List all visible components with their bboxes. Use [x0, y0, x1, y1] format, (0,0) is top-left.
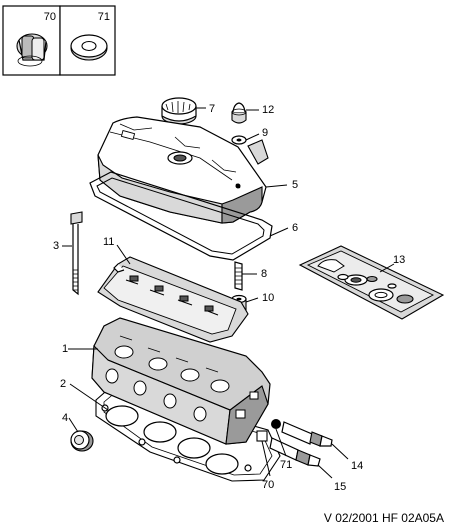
- callout-1: 1: [62, 343, 68, 355]
- reference-code: V 02/2001 HF 02A05A: [324, 511, 444, 525]
- cylinder-head: [91, 317, 271, 445]
- washer: [231, 135, 247, 145]
- washer-icon: [70, 34, 108, 61]
- cylinder-head-cover: [97, 116, 269, 224]
- oil-filler-cap: [161, 97, 197, 125]
- callout-2: 2: [60, 378, 66, 390]
- head-gasket: [95, 385, 281, 482]
- gasket-set: [298, 245, 445, 320]
- legend-number-71: 71: [98, 11, 110, 23]
- callout-70: 70: [262, 479, 274, 491]
- sensor-14: [281, 421, 333, 447]
- callout-7: 7: [209, 103, 215, 115]
- callout-15: 15: [334, 481, 346, 493]
- callout-71: 71: [280, 459, 292, 471]
- legend-box-70: 70: [2, 5, 61, 76]
- callout-11: 11: [103, 236, 114, 248]
- legend-box-71: 71: [59, 5, 116, 76]
- callout-8: 8: [261, 268, 267, 280]
- callout-9: 9: [262, 127, 268, 139]
- callout-12: 12: [262, 104, 274, 116]
- callout-5: 5: [292, 179, 298, 191]
- leader-lines: [62, 107, 395, 479]
- stud: [234, 261, 243, 291]
- bush-icon: [16, 33, 48, 67]
- small-bush-symbol: [256, 430, 268, 442]
- callout-4: 4: [62, 412, 68, 424]
- callout-3: 3: [53, 240, 59, 252]
- sensor-15: [269, 437, 321, 467]
- baffle-plate: [97, 256, 249, 343]
- head-bolt: [70, 211, 83, 296]
- legend-number-70: 70: [44, 11, 56, 23]
- callout-13: 13: [393, 254, 405, 266]
- cover-gasket: [89, 171, 273, 261]
- callout-6: 6: [292, 222, 298, 234]
- small-washer-symbol: [271, 419, 281, 429]
- callout-10: 10: [262, 292, 274, 304]
- oil-seal: [70, 430, 94, 452]
- cap-nut: [231, 102, 247, 124]
- callout-14: 14: [351, 460, 363, 472]
